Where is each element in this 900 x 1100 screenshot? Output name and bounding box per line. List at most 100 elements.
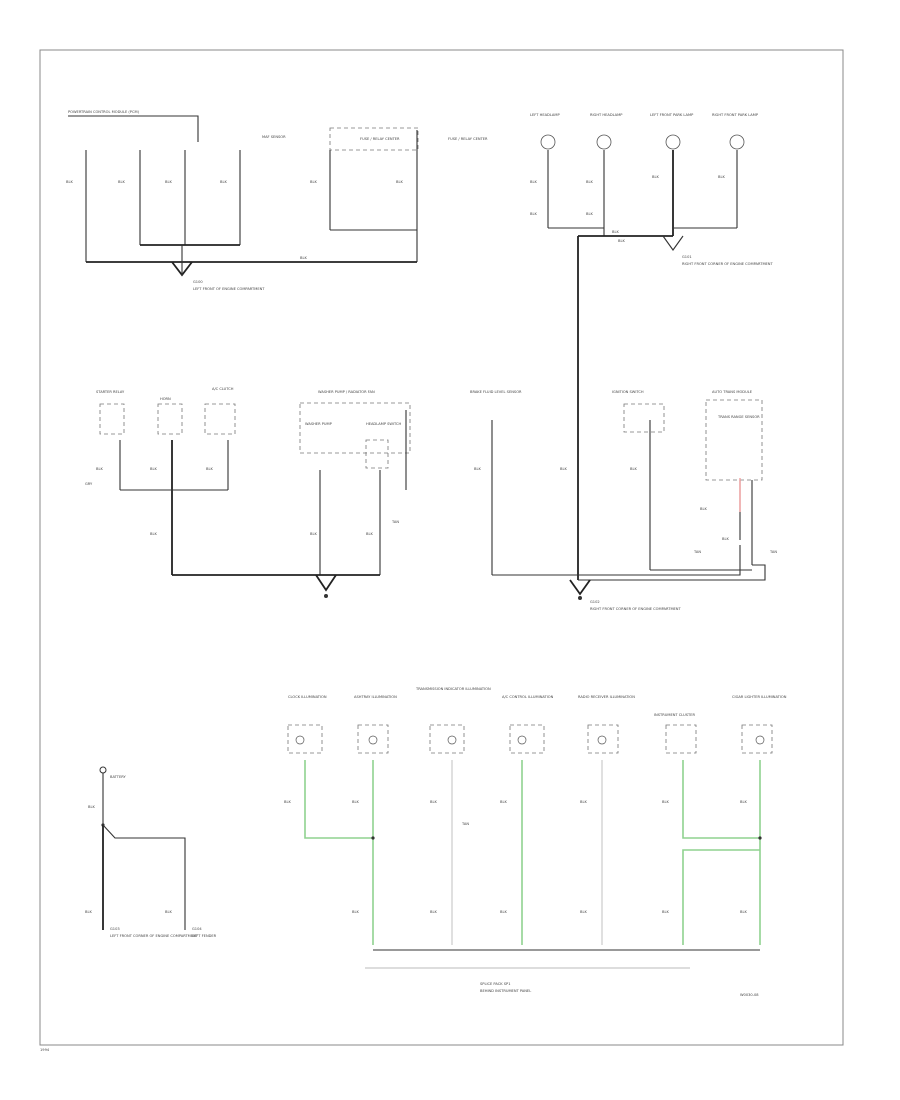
wire-label: BLK bbox=[500, 910, 507, 914]
wire-label: BLK bbox=[150, 532, 157, 536]
lamp-label: LEFT HEADLAMP bbox=[530, 113, 560, 117]
diagram-frame bbox=[39, 49, 844, 1046]
bulb-icon bbox=[665, 134, 681, 150]
wire-label: BLK bbox=[310, 180, 317, 184]
wire-label: TAN bbox=[391, 520, 399, 524]
wire-label: BLK bbox=[430, 910, 437, 914]
middle-left-group: STARTER RELAY HORN A/C CLUTCH WASHER PUM… bbox=[85, 387, 411, 598]
wire-label: BLK bbox=[396, 180, 403, 184]
bulb-icon bbox=[447, 735, 457, 745]
component-label: STARTER RELAY bbox=[96, 390, 125, 394]
wire-label: BLK bbox=[165, 910, 172, 914]
ground-g100: G100 bbox=[193, 280, 203, 284]
component-label: CIGAR LIGHTER ILLUMINATION bbox=[732, 695, 787, 699]
ground-point-icon bbox=[324, 594, 328, 598]
bulb-icon bbox=[596, 134, 612, 150]
bulb-icon bbox=[597, 735, 607, 745]
ground-g104: G104 bbox=[192, 927, 202, 931]
wire-label: BLK bbox=[618, 239, 625, 243]
wire-label: BLK bbox=[430, 800, 437, 804]
wire-label: BLK bbox=[96, 467, 103, 471]
battery-terminal-icon bbox=[99, 766, 107, 774]
ground-g100-location: LEFT FRONT OF ENGINE COMPARTMENT bbox=[193, 287, 265, 291]
wire-label: BLK bbox=[165, 180, 172, 184]
component-label: HEADLAMP SWITCH bbox=[366, 422, 402, 426]
wire-label: BLK bbox=[220, 180, 227, 184]
ground-g103: G103 bbox=[110, 927, 120, 931]
component-label: INSTRUMENT CLUSTER bbox=[654, 713, 695, 717]
component-label: BRAKE FLUID LEVEL SENSOR bbox=[470, 390, 522, 394]
wire-label: BLK bbox=[85, 910, 92, 914]
top-left-group: POWERTRAIN CONTROL MODULE (PCM) MAF SENS… bbox=[66, 110, 488, 291]
wire-label: BLK bbox=[352, 910, 359, 914]
component-label: A/C CONTROL ILLUMINATION bbox=[502, 695, 554, 699]
wire-label: BLK bbox=[310, 532, 317, 536]
wire-label: BLK bbox=[284, 800, 291, 804]
component-label: AUTO TRANS MODULE bbox=[712, 390, 753, 394]
wire-label: BLK bbox=[740, 800, 747, 804]
wire-label: TAN bbox=[693, 550, 701, 554]
wire-label: BLK bbox=[474, 467, 481, 471]
wire-label: BLK bbox=[352, 800, 359, 804]
bulb-icon bbox=[729, 134, 745, 150]
bulb-icon bbox=[368, 735, 378, 745]
wire-label: BLK bbox=[66, 180, 73, 184]
ground-g101: G101 bbox=[682, 255, 692, 259]
wire-label: BLK bbox=[652, 175, 659, 179]
component-label: CLOCK ILLUMINATION bbox=[288, 695, 327, 699]
wire-label: BLK bbox=[700, 507, 707, 511]
wire-label: BLK bbox=[560, 467, 567, 471]
wire-label: BLK bbox=[718, 175, 725, 179]
lamp-label: RIGHT FRONT PARK LAMP bbox=[712, 113, 759, 117]
fuse-relay-label-2: FUSE / RELAY CENTER bbox=[448, 137, 488, 141]
wire-label: BLK bbox=[500, 800, 507, 804]
component-label: IGNITION SWITCH bbox=[612, 390, 644, 394]
pcm-label: POWERTRAIN CONTROL MODULE (PCM) bbox=[68, 110, 140, 114]
component-label: HORN bbox=[160, 397, 171, 401]
wire-label: BLK bbox=[722, 537, 729, 541]
battery-group: BATTERY BLK BLK BLK G103 LEFT FRONT CORN… bbox=[85, 766, 217, 938]
lamp-label: RIGHT HEADLAMP bbox=[590, 113, 623, 117]
component-label: TRANSMISSION INDICATOR ILLUMINATION bbox=[415, 687, 491, 691]
wire-label: BLK bbox=[118, 180, 125, 184]
battery-label: BATTERY bbox=[110, 775, 127, 779]
wire-label: BLK bbox=[586, 212, 593, 216]
wire-label: TAN bbox=[461, 822, 469, 826]
top-right-lamps: LEFT HEADLAMP RIGHT HEADLAMP LEFT FRONT … bbox=[530, 113, 774, 580]
wire-label: BLK bbox=[530, 180, 537, 184]
component-label: WASHER PUMP bbox=[305, 422, 333, 426]
wire-label: GRY bbox=[85, 482, 93, 486]
wire-label: BLK bbox=[206, 467, 213, 471]
ground-g104-location: LEFT FENDER bbox=[192, 934, 217, 938]
wire-label: TAN bbox=[769, 550, 777, 554]
middle-right-group: BRAKE FLUID LEVEL SENSOR IGNITION SWITCH… bbox=[470, 390, 777, 611]
ground-point-icon bbox=[578, 596, 582, 600]
ground-g102: G102 bbox=[590, 600, 600, 604]
bottom-illumination-group: CLOCK ILLUMINATION ASHTRAY ILLUMINATION … bbox=[284, 687, 787, 993]
wire-label: BLK bbox=[530, 212, 537, 216]
ground-g102-location: RIGHT FRONT CORNER OF ENGINE COMPARTMENT bbox=[590, 607, 682, 611]
wire-label: BLK bbox=[580, 800, 587, 804]
maf-label: MAF SENSOR bbox=[262, 135, 286, 139]
component-label: WASHER PUMP / RADIATOR FAN bbox=[318, 390, 375, 394]
splice-dot-icon bbox=[758, 836, 762, 840]
component-label: RADIO RECEIVER ILLUMINATION bbox=[578, 695, 635, 699]
component-label: ASHTRAY ILLUMINATION bbox=[354, 695, 397, 699]
wire-label: BLK bbox=[586, 180, 593, 184]
ground-g103-location: LEFT FRONT CORNER OF ENGINE COMPARTMENT bbox=[110, 934, 199, 938]
splice-pack-label: SPLICE PACK SP1 bbox=[480, 982, 511, 986]
diagram-code: W0030-08 bbox=[740, 993, 759, 997]
bulb-icon bbox=[540, 134, 556, 150]
wire-label: BLK bbox=[150, 467, 157, 471]
bulb-icon bbox=[295, 735, 305, 745]
wire-label: BLK bbox=[662, 910, 669, 914]
wire-label: BLK bbox=[612, 230, 619, 234]
bulb-icon bbox=[517, 735, 527, 745]
wire-label: BLK bbox=[662, 800, 669, 804]
component-label: A/C CLUTCH bbox=[212, 387, 234, 391]
wire-label: BLK bbox=[740, 910, 747, 914]
lamp-label: LEFT FRONT PARK LAMP bbox=[650, 113, 694, 117]
fuse-relay-label-1: FUSE / RELAY CENTER bbox=[360, 137, 400, 141]
wire-label: BLK bbox=[630, 467, 637, 471]
